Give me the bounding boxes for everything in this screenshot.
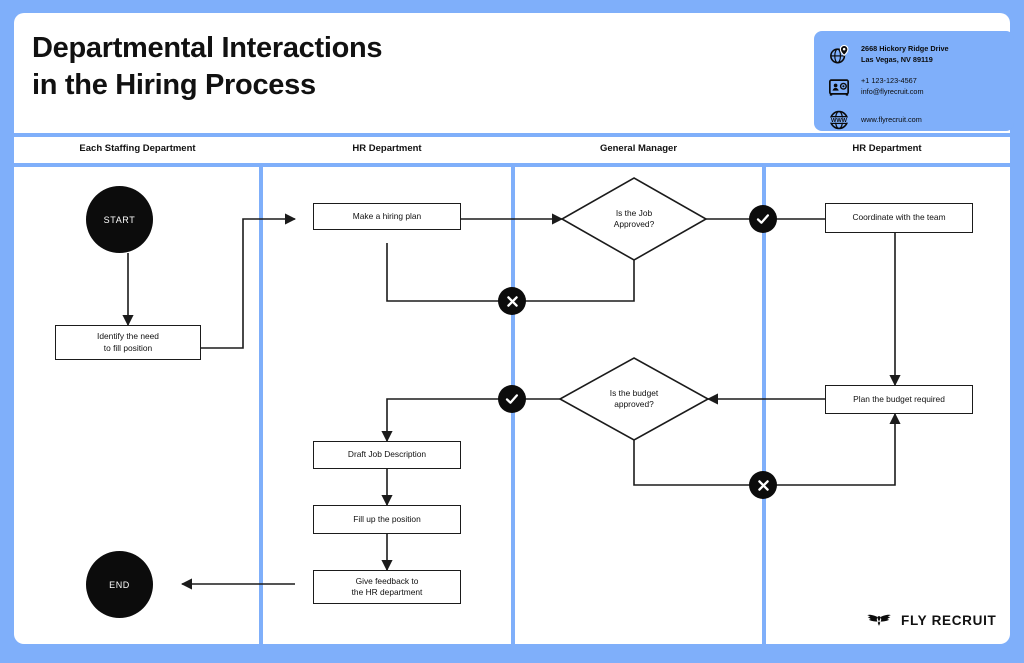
check-badge-icon-budget-approved[interactable]: [498, 385, 526, 413]
lane-header-label: HR Department: [852, 142, 922, 154]
page-title: Departmental Interactions in the Hiring …: [32, 32, 383, 102]
brand-name: FLY RECRUIT: [901, 612, 997, 628]
node-decision-job-approved[interactable]: Is the Job Approved?: [562, 178, 706, 260]
cross-icon: [757, 479, 769, 491]
node-decision-budget-approved[interactable]: Is the budget approved?: [560, 358, 708, 440]
contact-website-text: www.flyrecruit.com: [861, 114, 922, 124]
check-badge-icon-job-approved[interactable]: [749, 205, 777, 233]
node-draft-job-description[interactable]: Draft Job Description: [313, 441, 461, 469]
header-card: Departmental Interactions in the Hiring …: [14, 13, 1014, 133]
contact-address-row: 2668 Hickory Ridge Drive Las Vegas, NV 8…: [828, 44, 949, 66]
node-start-label: START: [103, 214, 136, 225]
decision-budget-approved-shape: [558, 357, 710, 441]
lane-header-hr-department-1: HR Department: [261, 133, 513, 163]
lane-header-general-manager: General Manager: [513, 133, 764, 163]
lane-divider-1: [259, 167, 263, 644]
svg-text:WWW: WWW: [831, 118, 848, 124]
node-coordinate-with-team[interactable]: Coordinate with the team: [825, 203, 973, 233]
node-end-label: END: [109, 579, 130, 590]
contact-website-row: WWW www.flyrecruit.com: [828, 109, 922, 131]
node-end[interactable]: END: [86, 551, 153, 618]
decision-budget-approved-label: Is the budget approved?: [609, 387, 659, 409]
decision-job-approved-label: Is the Job Approved?: [613, 207, 655, 229]
decision-job-approved-shape: [560, 177, 708, 261]
connector-edges: [122, 177, 901, 590]
lane-header-each-staffing-department: Each Staffing Department: [14, 133, 261, 163]
lane-header-label: General Manager: [599, 142, 678, 154]
contact-address-text: 2668 Hickory Ridge Drive Las Vegas, NV 8…: [861, 44, 949, 64]
footer-logo: FLY RECRUIT: [866, 612, 996, 628]
flowchart-canvas: START END Identify the need to fill posi…: [14, 133, 1010, 644]
cross-badge-icon-budget-rejected[interactable]: [749, 471, 777, 499]
contact-card-icon: [828, 76, 850, 98]
globe-pin-icon: [828, 44, 850, 66]
lane-header-band: Each Staffing Department HR Department G…: [14, 133, 1010, 163]
node-give-feedback[interactable]: Give feedback to the HR department: [313, 570, 461, 604]
lane-header-label: HR Department: [352, 142, 422, 154]
contact-panel: 2668 Hickory Ridge Drive Las Vegas, NV 8…: [814, 31, 1014, 131]
node-make-hiring-plan[interactable]: Make a hiring plan: [313, 203, 461, 230]
lane-header-top-rule: [14, 133, 1010, 137]
contact-phone-email-text: +1 123-123-4567 info@flyrecruit.com: [861, 76, 924, 96]
contact-phone-row: +1 123-123-4567 info@flyrecruit.com: [828, 76, 924, 98]
www-globe-icon: WWW: [828, 109, 850, 131]
cross-icon: [506, 295, 518, 307]
lane-header-hr-department-2: HR Department: [764, 133, 1010, 163]
check-icon: [505, 394, 518, 404]
check-icon: [756, 214, 769, 224]
node-plan-budget-required[interactable]: Plan the budget required: [825, 385, 973, 414]
node-fill-up-position[interactable]: Fill up the position: [313, 505, 461, 534]
node-start[interactable]: START: [86, 186, 153, 253]
eagle-logo-icon: [866, 612, 892, 628]
lane-header-label: Each Staffing Department: [79, 142, 196, 154]
cross-badge-icon-job-rejected[interactable]: [498, 287, 526, 315]
lane-divider-3: [762, 167, 766, 644]
lane-header-bottom-rule: [14, 163, 1010, 167]
node-identify-need[interactable]: Identify the need to fill position: [55, 325, 201, 360]
